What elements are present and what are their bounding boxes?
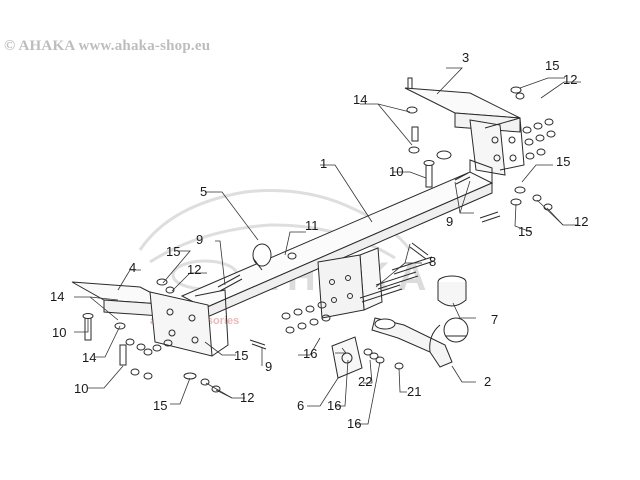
label-4: 4 xyxy=(129,260,136,275)
label-12b: 12 xyxy=(574,214,588,229)
part-number-labels: 1 2 3 4 5 6 7 8 9 9 9 10 10 10 11 12 12 … xyxy=(50,50,588,431)
vertical-bolts xyxy=(82,126,435,366)
ball-cover-cap xyxy=(437,275,467,307)
label-1: 1 xyxy=(320,156,327,171)
label-9c: 9 xyxy=(446,214,453,229)
socket-plate xyxy=(331,336,363,379)
label-15a: 15 xyxy=(545,58,559,73)
label-15c: 15 xyxy=(518,224,532,239)
washers-and-nuts xyxy=(114,86,556,393)
label-15b: 15 xyxy=(556,154,570,169)
label-3: 3 xyxy=(462,50,469,65)
label-10c: 10 xyxy=(74,381,88,396)
label-16b: 16 xyxy=(327,398,341,413)
label-16c: 16 xyxy=(347,416,361,431)
label-14c: 14 xyxy=(82,350,96,365)
label-14a: 14 xyxy=(353,92,367,107)
tow-ball-neck xyxy=(371,317,469,368)
long-bolts xyxy=(217,172,501,350)
label-11: 11 xyxy=(305,218,319,233)
label-15f: 15 xyxy=(153,398,167,413)
copyright-watermark: © AHAKA www.ahaka-shop.eu xyxy=(4,38,211,54)
label-21: 21 xyxy=(407,384,421,399)
label-12c: 12 xyxy=(187,262,201,277)
label-8: 8 xyxy=(429,254,436,269)
label-16a: 16 xyxy=(303,346,317,361)
label-15e: 15 xyxy=(234,348,248,363)
label-2: 2 xyxy=(484,374,491,389)
label-7: 7 xyxy=(491,312,498,327)
label-12d: 12 xyxy=(240,390,254,405)
label-22: 22 xyxy=(358,374,372,389)
right-mounting-bracket xyxy=(404,77,525,176)
label-15d: 15 xyxy=(166,244,180,259)
label-9a: 9 xyxy=(196,232,203,247)
label-6: 6 xyxy=(297,398,304,413)
label-9b: 9 xyxy=(265,359,272,374)
label-5: 5 xyxy=(200,184,207,199)
label-12a: 12 xyxy=(563,72,577,87)
label-14b: 14 xyxy=(50,289,64,304)
label-10b: 10 xyxy=(52,325,66,340)
centre-flange-plates xyxy=(317,247,383,319)
label-10a: 10 xyxy=(389,164,403,179)
bumper-spacer xyxy=(252,243,272,271)
leader-lines xyxy=(74,67,581,425)
